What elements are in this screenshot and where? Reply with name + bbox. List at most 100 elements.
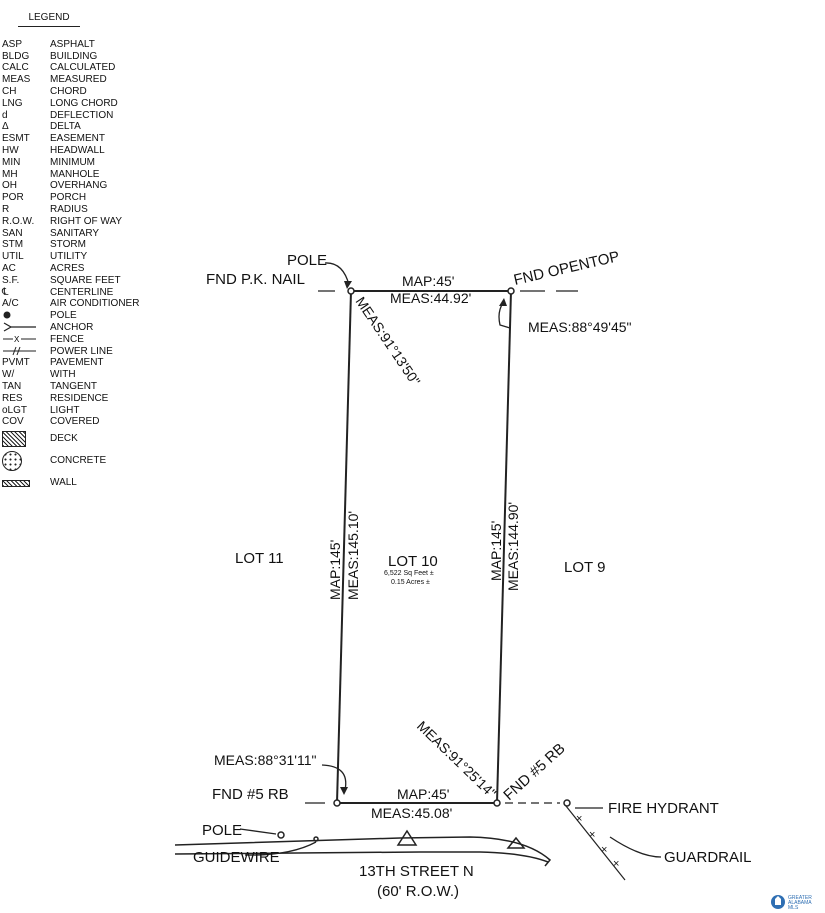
guidewire-label: GUIDEWIRE bbox=[193, 849, 280, 866]
legend-row: CONCRETE bbox=[2, 450, 162, 472]
legend-abbr: MIN bbox=[2, 156, 21, 168]
legend-row: WALL bbox=[2, 472, 162, 494]
legend-meaning: RIGHT OF WAY bbox=[50, 215, 123, 227]
legend-row: ℄CENTERLINE bbox=[2, 287, 162, 299]
corner-monument-nw-icon bbox=[347, 287, 355, 295]
corner-monument-se-icon bbox=[493, 799, 501, 807]
legend-meaning: CONCRETE bbox=[50, 455, 107, 467]
right-meas-label: MEAS:144.90' bbox=[505, 502, 521, 591]
wall-hatch-icon bbox=[2, 479, 30, 487]
svg-text:X: X bbox=[14, 335, 20, 344]
legend-meaning: STORM bbox=[50, 239, 86, 251]
pole-top-arrow-icon bbox=[344, 281, 352, 289]
guardrail-line bbox=[565, 805, 626, 881]
legend-meaning: CENTERLINE bbox=[50, 286, 114, 298]
legend-meaning: PAVEMENT bbox=[50, 357, 104, 369]
legend-meaning: EASEMENT bbox=[50, 133, 106, 145]
legend-row: W/WITH bbox=[2, 369, 162, 381]
legend-meaning: WITH bbox=[50, 369, 76, 381]
legend-abbr: SAN bbox=[2, 227, 23, 239]
legend-meaning: BUILDING bbox=[50, 50, 98, 62]
legend-meaning: MINIMUM bbox=[50, 156, 95, 168]
fnd-opentop-label: FND OPENTOP bbox=[512, 248, 621, 289]
legend-abbr: PVMT bbox=[2, 357, 30, 369]
watermark-line3: MLS bbox=[788, 905, 799, 911]
legend-abbr: MH bbox=[2, 168, 18, 180]
legend-abbr: ESMT bbox=[2, 133, 30, 145]
legend-row: S.F. SQUARE FEET bbox=[2, 275, 162, 287]
lot-11-label: LOT 11 bbox=[235, 550, 284, 567]
legend-row: d DEFLECTION bbox=[2, 110, 162, 122]
legend-abbr: d bbox=[2, 109, 8, 121]
legend-row: STM STORM bbox=[2, 239, 162, 251]
pole-top-label: POLE bbox=[287, 252, 327, 269]
legend-meaning: PORCH bbox=[50, 192, 87, 204]
legend-meaning: RADIUS bbox=[50, 203, 88, 215]
legend-meaning: POLE bbox=[50, 310, 77, 322]
legend-meaning: FENCE bbox=[50, 333, 84, 345]
legend-abbr: LNG bbox=[2, 97, 23, 109]
fnd-pk-nail-label: FND P.K. NAIL bbox=[206, 271, 305, 288]
legend-row: R.O.W. RIGHT OF WAY bbox=[2, 216, 162, 228]
street-name-label: 13TH STREET N bbox=[359, 863, 474, 880]
lot-10-label: LOT 10 bbox=[388, 553, 438, 570]
legend-abbr: S.F. bbox=[2, 274, 20, 286]
legend-meaning: ASPHALT bbox=[50, 38, 95, 50]
legend-meaning: TANGENT bbox=[50, 380, 98, 392]
legend-abbr: RES bbox=[2, 392, 23, 404]
legend-abbr: R.O.W. bbox=[2, 215, 35, 227]
legend-meaning: SQUARE FEET bbox=[50, 274, 121, 286]
legend-abbr: CALC bbox=[2, 62, 29, 74]
guardrail-x-mark-icon: × bbox=[589, 829, 595, 841]
opentop-leader bbox=[498, 302, 511, 329]
legend-meaning: CHORD bbox=[50, 85, 87, 97]
corner-monument-ne-icon bbox=[507, 287, 515, 295]
top-meas-label: MEAS:44.92' bbox=[390, 290, 471, 306]
legend-meaning: DEFLECTION bbox=[50, 109, 114, 121]
opentop-arrow-icon bbox=[499, 298, 507, 306]
angle-bl-label: MEAS:88°31'11" bbox=[214, 752, 317, 768]
guardrail-leader bbox=[609, 836, 662, 858]
legend-meaning: AIR CONDITIONER bbox=[50, 298, 140, 310]
legend-abbr: TAN bbox=[2, 380, 22, 392]
legend-meaning: ANCHOR bbox=[50, 321, 94, 333]
pole-bottom-label: POLE bbox=[202, 822, 242, 839]
legend-abbr: AC bbox=[2, 262, 16, 274]
fire-hydrant-label: FIRE HYDRANT bbox=[608, 800, 719, 817]
legend-row: DECK bbox=[2, 428, 162, 450]
guardrail-x-mark-icon: × bbox=[601, 844, 607, 856]
legend-row: MIN MINIMUM bbox=[2, 157, 162, 169]
legend-abbr: ASP bbox=[2, 38, 23, 50]
deck-hatch-icon bbox=[2, 431, 26, 448]
legend-abbr: HW bbox=[2, 144, 19, 156]
bottom-meas-label: MEAS:45.08' bbox=[371, 805, 452, 821]
legend-meaning: MEASURED bbox=[50, 74, 107, 86]
anchor-icon bbox=[2, 322, 50, 334]
legend-abbr: R bbox=[2, 203, 10, 215]
left-map-label: MAP:145' bbox=[327, 540, 343, 600]
legend-row: AC ACRES bbox=[2, 263, 162, 275]
angle-tl-label: MEAS:91°13'50" bbox=[353, 294, 424, 389]
corner-monument-sw-icon bbox=[333, 799, 341, 807]
legend-row: PVMT PAVEMENT bbox=[2, 357, 162, 369]
legend-meaning: POWER LINE bbox=[50, 345, 113, 357]
legend-abbr: COV bbox=[2, 416, 24, 428]
legend-meaning: OVERHANG bbox=[50, 180, 108, 192]
legend-meaning: UTILITY bbox=[50, 251, 88, 263]
mls-watermark: GREATER ALABAMA MLS bbox=[771, 895, 812, 911]
legend-abbr: STM bbox=[2, 239, 24, 251]
legend-row: OH OVERHANG bbox=[2, 180, 162, 192]
legend-meaning: ACRES bbox=[50, 262, 85, 274]
legend-abbr: OH bbox=[2, 180, 17, 192]
lot-9-label: LOT 9 bbox=[564, 559, 605, 576]
